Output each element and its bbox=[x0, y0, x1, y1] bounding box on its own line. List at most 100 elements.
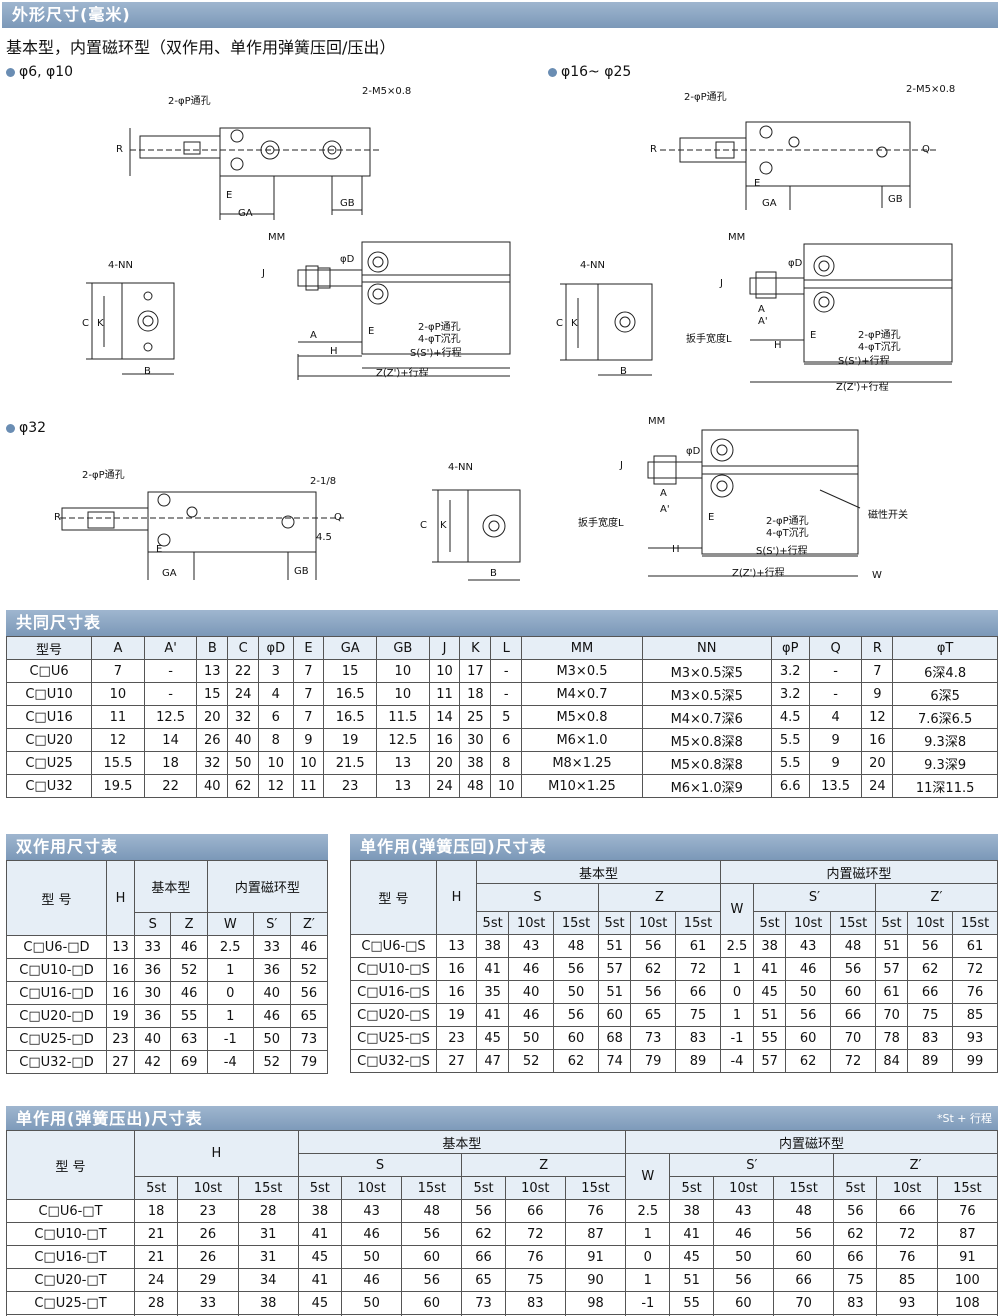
table-cell: 50 bbox=[252, 1027, 291, 1051]
label-j-2: J bbox=[720, 278, 723, 289]
table-cell: M10×1.25 bbox=[521, 774, 643, 798]
table-cell: 33 bbox=[177, 1291, 239, 1315]
table-cell: C□U6-□D bbox=[6, 935, 107, 959]
table-cell: 56 bbox=[772, 1222, 835, 1246]
table-cell: 1 bbox=[719, 957, 755, 981]
table-cell: C□U32-□S bbox=[350, 1049, 437, 1073]
label-ga-1: GA bbox=[238, 208, 253, 219]
table-cell: 73 bbox=[630, 1026, 677, 1050]
table-cell: -4 bbox=[625, 1314, 671, 1316]
table-cell: 16 bbox=[428, 728, 461, 752]
label-gb-2: GB bbox=[888, 194, 903, 205]
table-cell: 62 bbox=[712, 1314, 774, 1316]
label-e-1: E bbox=[226, 190, 233, 201]
table-cell: 18 bbox=[143, 751, 198, 775]
table-cell: C□U10-□T bbox=[6, 1222, 135, 1246]
table-cell: 3.2 bbox=[770, 682, 810, 706]
label-t-hole-2: 4-φT沉孔 bbox=[858, 342, 901, 353]
table-cell: 79 bbox=[630, 1049, 677, 1073]
label-nn-3: 4-NN bbox=[448, 462, 473, 473]
table-cell: 66 bbox=[675, 980, 721, 1004]
table-cell: 57 bbox=[597, 957, 632, 981]
table-cell: 62 bbox=[833, 1222, 878, 1246]
table-cell: 7 bbox=[292, 705, 325, 729]
table-cell: 83 bbox=[833, 1291, 878, 1315]
label-k-3: K bbox=[440, 520, 447, 531]
table-cell: 26 bbox=[196, 728, 229, 752]
table-cell: 52 bbox=[252, 1050, 291, 1074]
header-cell: Q bbox=[808, 636, 863, 660]
table-cell: 2.5 bbox=[719, 934, 755, 958]
table-cell: 21.5 bbox=[323, 751, 377, 775]
table-cell: 45 bbox=[752, 980, 787, 1004]
stroke-header-cell: 5st bbox=[475, 911, 510, 935]
table-cell: 36 bbox=[133, 958, 172, 982]
table-cell: C□U10 bbox=[5, 682, 93, 706]
stroke-header-cell: 10st bbox=[712, 1176, 774, 1200]
table-cell: 41 bbox=[475, 1003, 510, 1027]
table-cell: 90 bbox=[564, 1268, 627, 1292]
table-cell: 85 bbox=[876, 1268, 938, 1292]
label-z-2: Z(Z')+行程 bbox=[836, 382, 889, 393]
table-cell: 62 bbox=[227, 774, 260, 798]
table-cell: 56 bbox=[907, 934, 954, 958]
table-cell: 68 bbox=[597, 1026, 632, 1050]
label-k-2: K bbox=[571, 318, 578, 329]
table-cell: 15 bbox=[196, 682, 229, 706]
table-cell: M3×0.5深5 bbox=[641, 682, 772, 706]
table-cell: C□U16 bbox=[5, 705, 93, 729]
table-cell: 83 bbox=[907, 1026, 954, 1050]
table-cell: 27 bbox=[436, 1049, 477, 1073]
label-r-1: R bbox=[116, 144, 123, 155]
table-cell: 76 bbox=[952, 980, 998, 1004]
table-cell: C□U6 bbox=[5, 659, 93, 683]
label-t-hole-3: 4-φT沉孔 bbox=[766, 528, 809, 539]
table-cell: 43 bbox=[340, 1199, 403, 1223]
table-cell: 91 bbox=[564, 1245, 627, 1269]
table-cell: 93 bbox=[952, 1026, 998, 1050]
label-a-2: A bbox=[758, 304, 765, 315]
table-cell: 55 bbox=[170, 1004, 208, 1028]
table-cell: 1 bbox=[206, 1004, 254, 1028]
subheader-cell: Z′ bbox=[289, 912, 329, 936]
table-cell: 66 bbox=[833, 1245, 878, 1269]
table-cell: 84 bbox=[874, 1049, 909, 1073]
header-h: H bbox=[106, 860, 135, 936]
table-cell: 41 bbox=[297, 1222, 343, 1246]
table-cell: 9 bbox=[808, 728, 863, 752]
table-cell: 99 bbox=[952, 1049, 998, 1073]
table-cell: 66 bbox=[461, 1245, 506, 1269]
subheader-cell: S bbox=[133, 912, 172, 936]
table-cell: 51 bbox=[669, 1268, 714, 1292]
table-cell: 40 bbox=[508, 980, 555, 1004]
table-cell: 14 bbox=[143, 728, 198, 752]
table-cell: 76 bbox=[936, 1199, 999, 1223]
table-cell: 32 bbox=[196, 751, 229, 775]
header-model: 型 号 bbox=[350, 860, 437, 935]
table-cell: - bbox=[808, 659, 863, 683]
label-mm-2: MM bbox=[728, 232, 746, 243]
table-cell: 72 bbox=[830, 1049, 876, 1073]
subheader-cell: W bbox=[206, 912, 254, 936]
table-cell: 62 bbox=[461, 1222, 506, 1246]
table-cell: 75 bbox=[833, 1268, 878, 1292]
table-cell: 27 bbox=[106, 1050, 135, 1074]
header-cell: E bbox=[292, 636, 325, 660]
table-cell: 4.5 bbox=[770, 705, 810, 729]
stroke-header-cell: 15st bbox=[952, 911, 998, 935]
table-cell: 55 bbox=[752, 1026, 787, 1050]
label-nn-2: 4-NN bbox=[580, 260, 605, 271]
table-cell: - bbox=[490, 659, 523, 683]
table-cell: 4 bbox=[258, 682, 294, 706]
table-cell: 60 bbox=[597, 1003, 632, 1027]
table-cell: 114 bbox=[936, 1314, 999, 1316]
label-e-4: E bbox=[810, 330, 817, 341]
label-t-hole-1: 4-φT沉孔 bbox=[418, 334, 461, 345]
header-cell: φP bbox=[770, 636, 810, 660]
table-cell: 35 bbox=[475, 980, 510, 1004]
header-model: 型 号 bbox=[6, 860, 107, 936]
